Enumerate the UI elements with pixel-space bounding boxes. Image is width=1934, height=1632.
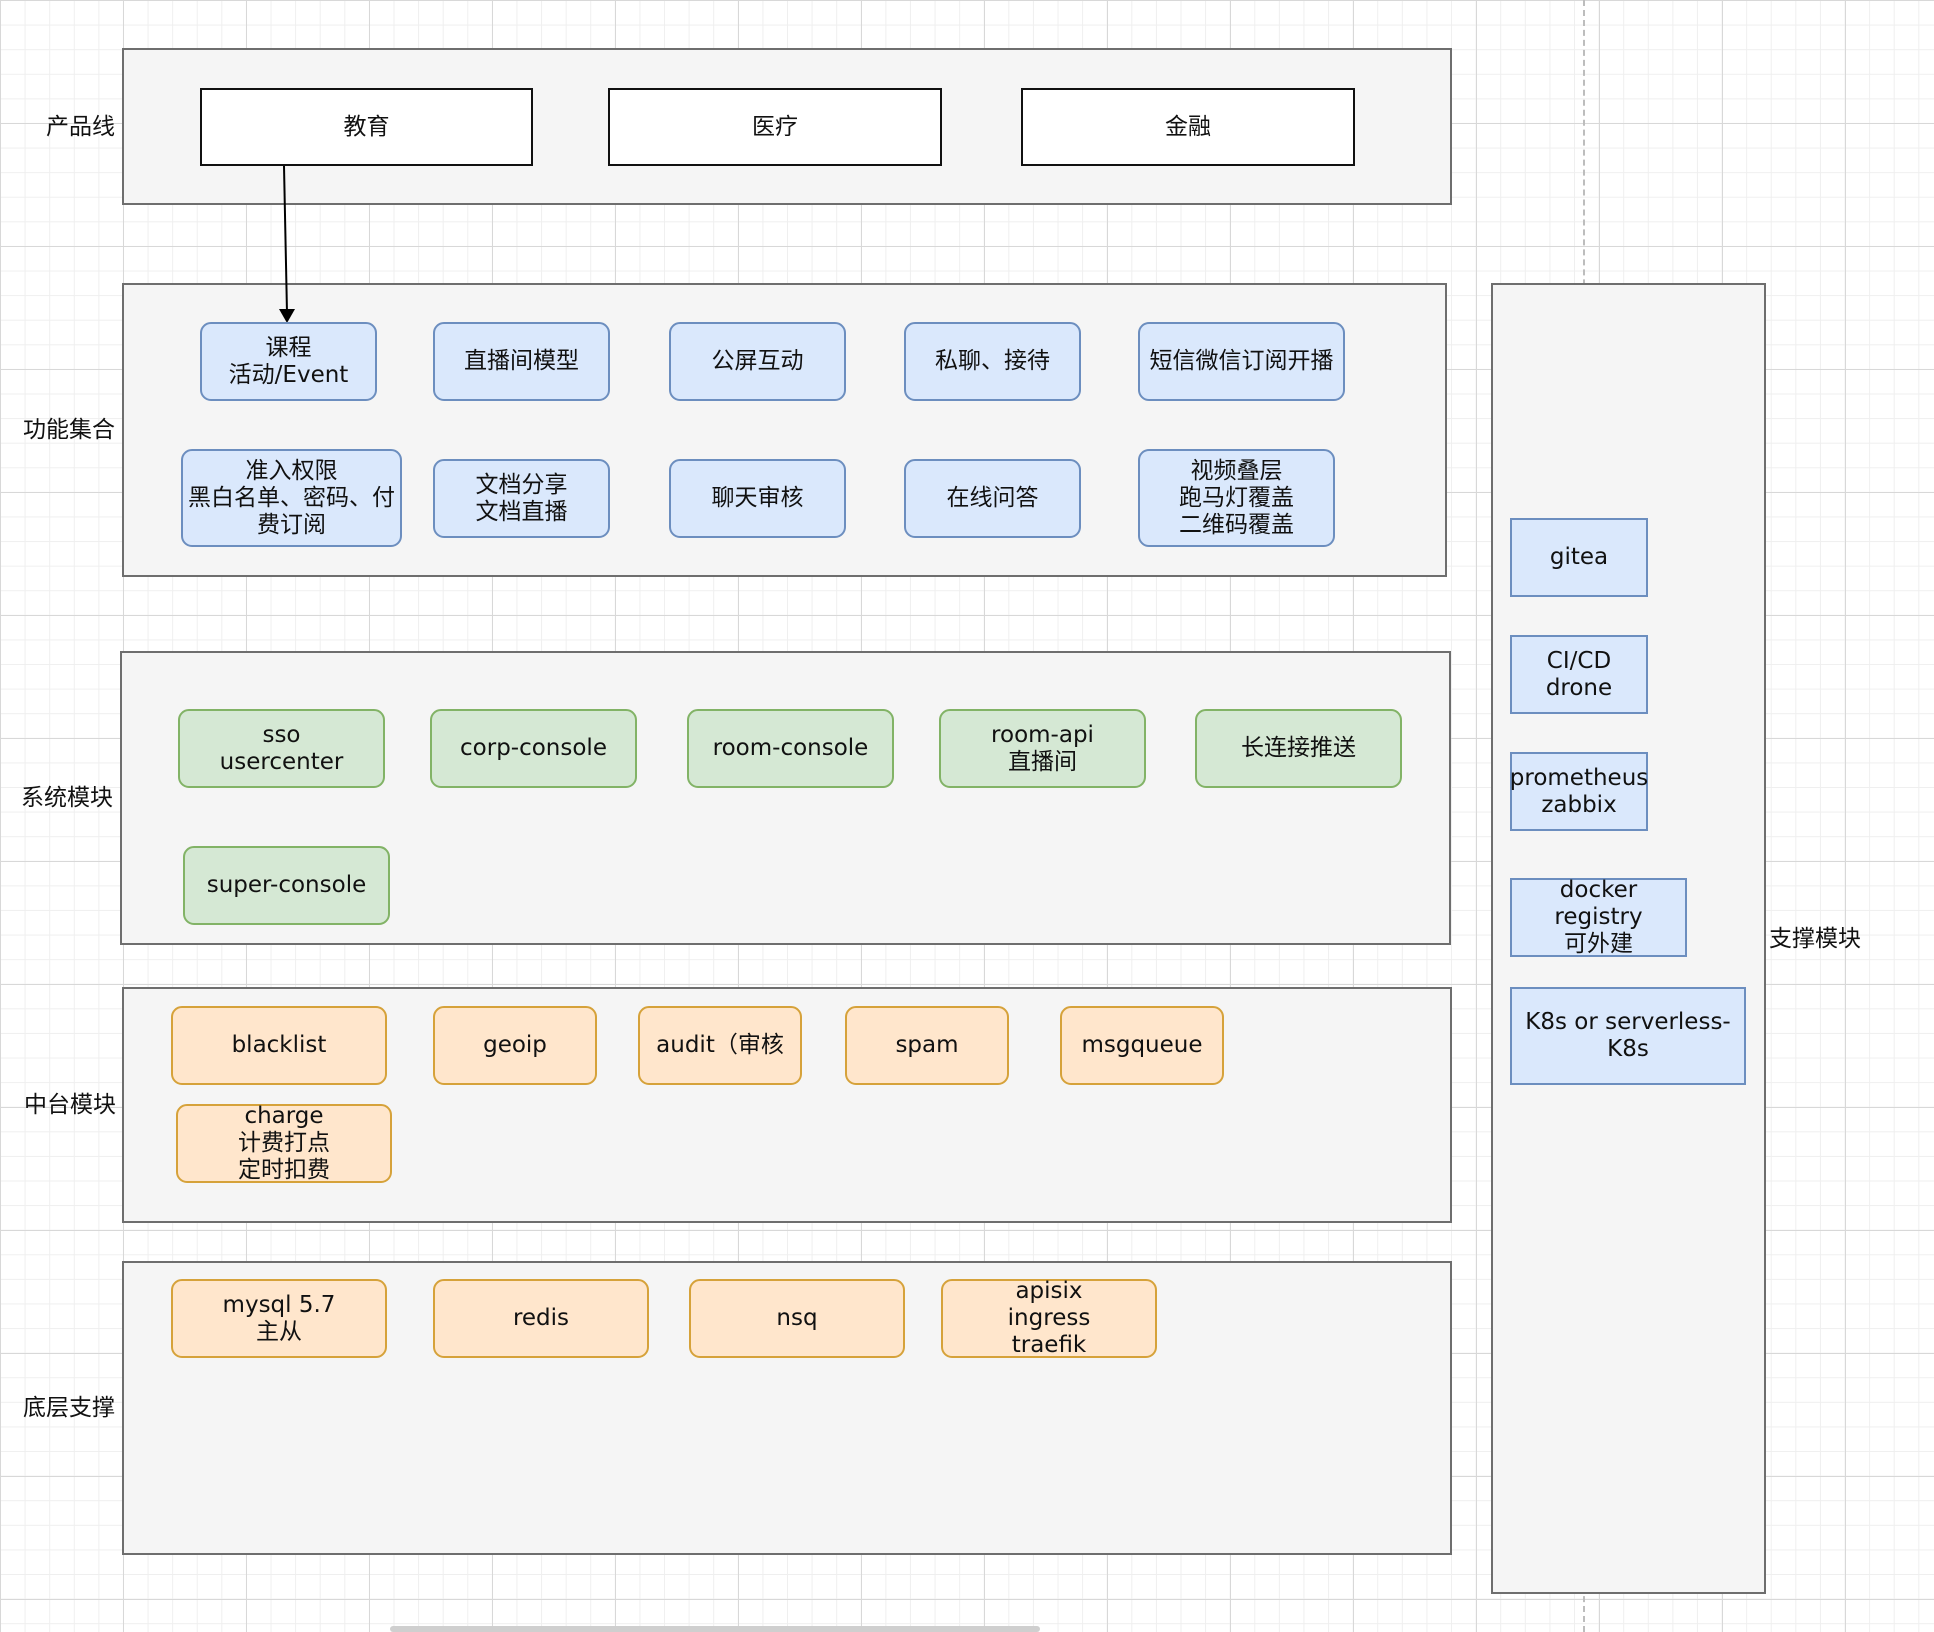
feature-private-chat[interactable]: 私聊、接待 — [904, 322, 1081, 401]
feature-live-room-model[interactable]: 直播间模型 — [433, 322, 610, 401]
middle-charge[interactable]: charge 计费打点 定时扣费 — [176, 1103, 392, 1183]
arrow-head — [279, 309, 295, 323]
middle-geoip[interactable]: geoip — [433, 1006, 597, 1085]
label-infrastructure: 底层支撑 — [23, 1395, 115, 1421]
module-super-console[interactable]: super-console — [183, 846, 390, 925]
arrow-line — [283, 165, 288, 314]
product-finance[interactable]: 金融 — [1021, 88, 1355, 166]
label-product-line: 产品线 — [46, 114, 115, 140]
support-cicd[interactable]: CI/CD drone — [1510, 635, 1648, 714]
module-corp-console[interactable]: corp-console — [430, 709, 637, 788]
support-k8s[interactable]: K8s or serverless-K8s — [1510, 987, 1746, 1085]
feature-course[interactable]: 课程 活动/Event — [200, 322, 377, 401]
feature-access-control[interactable]: 准入权限 黑白名单、密码、付 费订阅 — [181, 449, 402, 547]
support-monitoring[interactable]: prometheus zabbix — [1510, 752, 1648, 831]
feature-public-chat[interactable]: 公屏互动 — [669, 322, 846, 401]
feature-chat-audit[interactable]: 聊天审核 — [669, 459, 846, 538]
middle-msgqueue[interactable]: msgqueue — [1060, 1006, 1224, 1085]
support-docker-registry[interactable]: docker registry 可外建 — [1510, 877, 1687, 957]
support-gitea[interactable]: gitea — [1510, 518, 1648, 597]
infra-gateway[interactable]: apisix ingress traefik — [941, 1278, 1157, 1358]
product-education[interactable]: 教育 — [200, 88, 533, 166]
feature-online-qa[interactable]: 在线问答 — [904, 459, 1081, 538]
middle-audit[interactable]: audit（审核 — [638, 1006, 802, 1085]
infra-redis[interactable]: redis — [433, 1279, 649, 1358]
module-room-console[interactable]: room-console — [687, 709, 894, 788]
label-features: 功能集合 — [23, 417, 115, 443]
infra-nsq[interactable]: nsq — [689, 1279, 905, 1358]
horizontal-scrollbar[interactable] — [390, 1626, 1040, 1632]
feature-doc-share[interactable]: 文档分享 文档直播 — [433, 459, 610, 538]
middle-blacklist[interactable]: blacklist — [171, 1006, 387, 1085]
label-system-modules: 系统模块 — [21, 785, 113, 811]
module-long-connection-push[interactable]: 长连接推送 — [1195, 709, 1402, 788]
module-room-api[interactable]: room-api 直播间 — [939, 709, 1146, 788]
feature-video-overlay[interactable]: 视频叠层 跑马灯覆盖 二维码覆盖 — [1138, 449, 1335, 547]
product-medical[interactable]: 医疗 — [608, 88, 942, 166]
label-support: 支撑模块 — [1769, 926, 1861, 952]
module-sso[interactable]: sso usercenter — [178, 709, 385, 788]
label-middle-platform: 中台模块 — [24, 1092, 116, 1118]
feature-sms-wechat[interactable]: 短信微信订阅开播 — [1138, 322, 1345, 401]
middle-spam[interactable]: spam — [845, 1006, 1009, 1085]
infra-mysql[interactable]: mysql 5.7 主从 — [171, 1279, 387, 1358]
